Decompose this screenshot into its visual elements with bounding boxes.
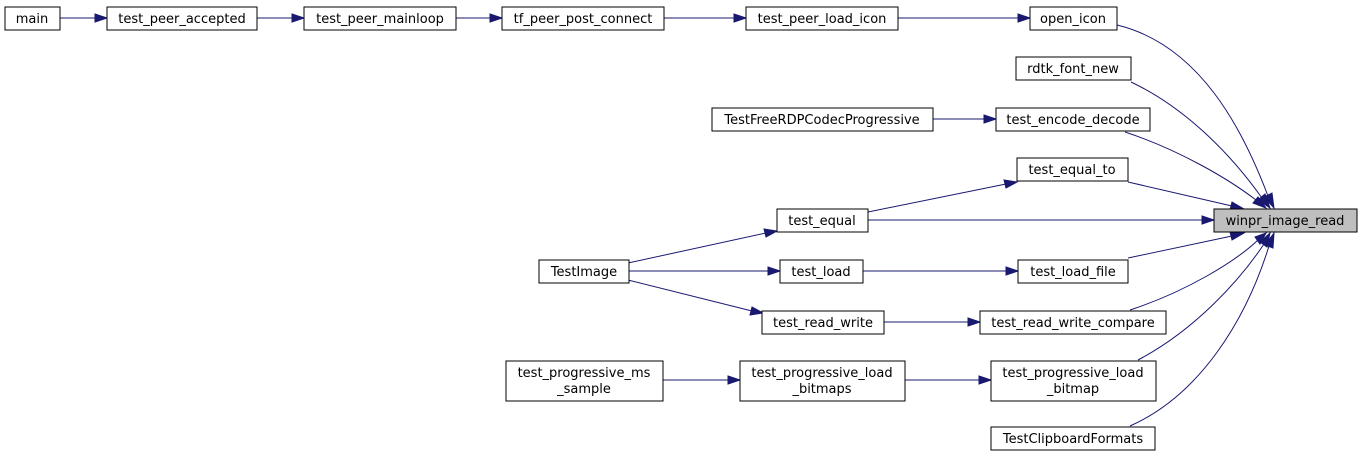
node-label: TestClipboardFormats bbox=[1002, 432, 1144, 447]
node-label: rdtk_font_new bbox=[1027, 62, 1119, 77]
node-test-progressive-ms-sample[interactable]: test_progressive_ms _sample bbox=[505, 360, 664, 402]
arrowhead bbox=[749, 306, 765, 316]
node-test-progressive-load-bitmaps[interactable]: test_progressive_load _bitmaps bbox=[739, 360, 906, 402]
node-label-line-1: test_progressive_load bbox=[751, 366, 892, 381]
node-test-peer-mainloop[interactable]: test_peer_mainloop bbox=[303, 6, 457, 31]
node-test-progressive-load-bitmap[interactable]: test_progressive_load _bitmap bbox=[990, 360, 1157, 402]
edge-test-equal-to-test-equal-to bbox=[867, 183, 1007, 213]
arrowhead bbox=[763, 228, 779, 238]
node-winpr-image-read[interactable]: winpr_image_read bbox=[1213, 208, 1358, 233]
arrowhead bbox=[489, 13, 504, 23]
node-label: test_load bbox=[791, 265, 850, 280]
node-test-equal-to[interactable]: test_equal_to bbox=[1016, 157, 1129, 182]
edge-testimage-to-test-equal bbox=[627, 232, 767, 264]
node-label: test_equal bbox=[788, 214, 856, 229]
node-open-icon[interactable]: open_icon bbox=[1029, 6, 1118, 31]
node-label: TestImage bbox=[550, 265, 617, 280]
node-label: test_read_write bbox=[773, 316, 873, 331]
arrowhead bbox=[967, 317, 982, 327]
node-rdtk-font-new[interactable]: rdtk_font_new bbox=[1015, 56, 1132, 81]
edge-open-icon-to-winpr-image-read bbox=[1116, 24, 1269, 197]
node-testclipboardformats[interactable]: TestClipboardFormats bbox=[990, 426, 1156, 451]
edge-test-equal-to-winpr-image-read bbox=[1127, 181, 1233, 207]
node-testimage[interactable]: TestImage bbox=[538, 259, 630, 284]
node-label-line-2: _sample bbox=[556, 382, 611, 397]
node-label-line-1: test_progressive_ms bbox=[518, 366, 651, 381]
node-label: test_peer_mainloop bbox=[316, 12, 444, 27]
arrowhead bbox=[1264, 231, 1275, 249]
node-label: test_read_write_compare bbox=[991, 316, 1154, 331]
arrowhead bbox=[1017, 13, 1032, 23]
arrowhead bbox=[1252, 196, 1268, 210]
node-label: test_equal_to bbox=[1028, 163, 1115, 178]
edge-rdtk-font-new-to-winpr-image-read bbox=[1130, 81, 1263, 199]
edge-test-load-file-to-winpr-image-read bbox=[1127, 235, 1233, 259]
edge-testimage-to-test-read-write bbox=[627, 279, 753, 312]
arrowhead bbox=[94, 13, 109, 23]
edges bbox=[60, 13, 1275, 427]
node-label-line-2: _bitmap bbox=[1046, 382, 1099, 397]
node-test-read-write[interactable]: test_read_write bbox=[761, 310, 885, 335]
node-main[interactable]: main bbox=[4, 6, 61, 31]
arrowhead bbox=[1003, 179, 1019, 189]
edge-test-clipboard-formats-to-winpr-image-read bbox=[1129, 245, 1270, 427]
node-label: test_encode_decode bbox=[1006, 113, 1139, 128]
node-label: test_peer_load_icon bbox=[758, 12, 887, 27]
node-label: test_peer_accepted bbox=[118, 12, 245, 27]
node-test-encode-decode[interactable]: test_encode_decode bbox=[995, 107, 1151, 132]
node-label: test_load_file bbox=[1030, 265, 1116, 280]
arrowhead bbox=[1254, 232, 1268, 245]
arrowhead bbox=[291, 13, 306, 23]
arrowhead bbox=[767, 266, 782, 276]
node-label: winpr_image_read bbox=[1226, 214, 1345, 229]
edge-test-encode-decode-to-winpr-image-read bbox=[1124, 131, 1257, 201]
node-label: main bbox=[16, 12, 48, 27]
edge-test-read-write-compare-to-winpr-image-read bbox=[1129, 239, 1259, 311]
arrowhead bbox=[1005, 266, 1020, 276]
arrowhead bbox=[1229, 231, 1246, 241]
node-label: open_icon bbox=[1040, 12, 1106, 27]
node-testfreerdpcodecprogressive[interactable]: TestFreeRDPCodecProgressive bbox=[711, 107, 934, 132]
node-test-equal[interactable]: test_equal bbox=[776, 208, 869, 233]
arrowhead bbox=[727, 375, 742, 385]
node-test-load-file[interactable]: test_load_file bbox=[1017, 259, 1129, 284]
arrowhead bbox=[1257, 193, 1271, 210]
node-test-load[interactable]: test_load bbox=[779, 259, 864, 284]
arrowhead bbox=[983, 114, 998, 124]
arrowhead bbox=[1201, 215, 1216, 225]
node-label-line-1: test_progressive_load bbox=[1002, 366, 1143, 381]
node-label-line-2: _bitmaps bbox=[791, 382, 851, 397]
node-label: tf_peer_post_connect bbox=[514, 12, 653, 27]
node-tf-peer-post-connect[interactable]: tf_peer_post_connect bbox=[501, 6, 665, 31]
arrowhead bbox=[733, 13, 748, 23]
node-label: TestFreeRDPCodecProgressive bbox=[723, 113, 919, 128]
node-test-read-write-compare[interactable]: test_read_write_compare bbox=[979, 310, 1167, 335]
edge-test-progressive-load-bitmap-to-winpr-image-read bbox=[1137, 243, 1265, 361]
node-test-peer-load-icon[interactable]: test_peer_load_icon bbox=[745, 6, 899, 31]
arrowhead bbox=[978, 375, 993, 385]
nodes: main test_peer_accepted test_peer_mainlo… bbox=[4, 6, 1358, 451]
node-test-peer-accepted[interactable]: test_peer_accepted bbox=[106, 6, 258, 31]
